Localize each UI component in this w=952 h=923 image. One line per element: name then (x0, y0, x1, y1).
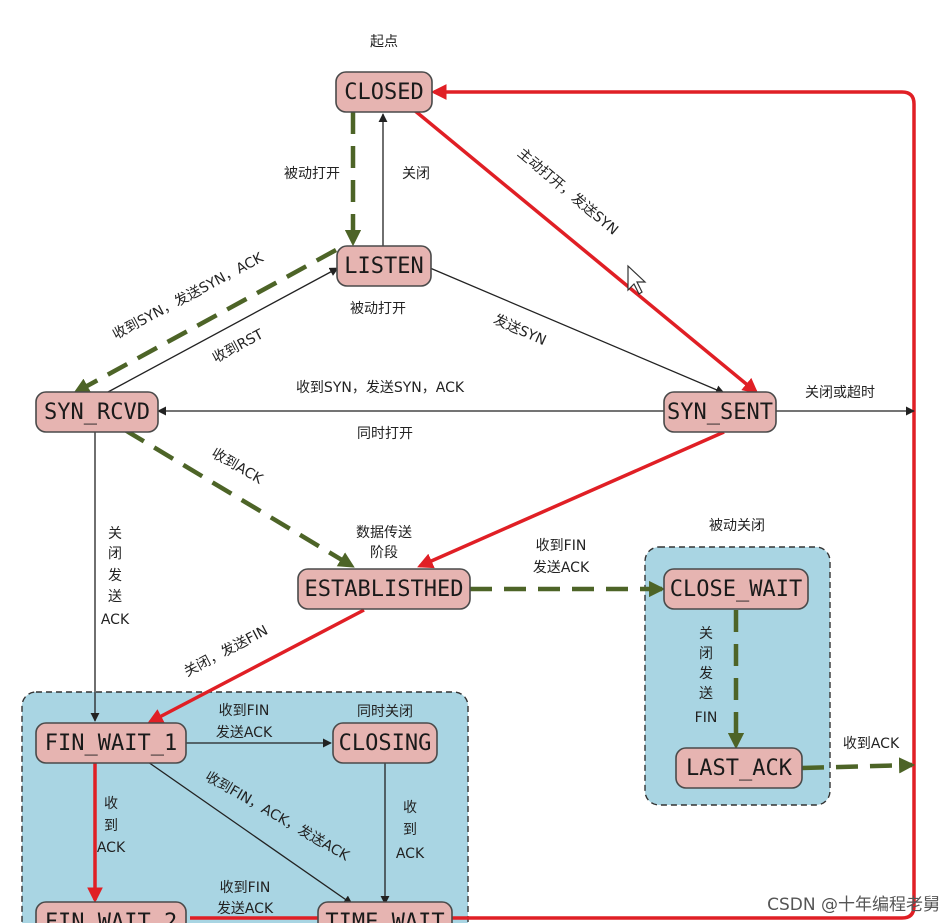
label-vert-fw1-3: ACK (97, 840, 126, 856)
label-active-open: 主动打开，发送SYN (514, 145, 621, 239)
label-close-send-fin: 关闭，发送FIN (181, 623, 270, 681)
edge-synrcvd-to-listen (107, 267, 339, 393)
state-fin-wait-1-label: FIN_WAIT_1 (45, 731, 177, 756)
label-vert-closing-3: ACK (396, 846, 425, 862)
label-passive-open-mid: 被动打开 (350, 300, 406, 317)
label-close-or-timeout: 关闭或超时 (805, 385, 875, 401)
state-closed: CLOSED (335, 71, 433, 113)
state-time-wait-label: TIME_WAIT (325, 910, 444, 923)
edge-closed-to-synsent (412, 108, 759, 395)
label-passive-close: 被动关闭 (709, 518, 765, 534)
label-send-syn: 发送SYN (491, 312, 549, 349)
label-vert-closewait-2: 闭 (699, 646, 713, 662)
edge-listen-to-synrcvd (73, 248, 338, 394)
label-recv-syn-horizontal: 收到SYN，发送SYN，ACK (296, 380, 465, 396)
state-listen-label: LISTEN (344, 254, 423, 279)
state-syn-sent: SYN_SENT (663, 391, 777, 433)
label-simultaneous-open: 同时打开 (357, 425, 413, 442)
label-simultaneous-close: 同时关闭 (357, 704, 413, 720)
label-vert-closewait-5: FIN (695, 710, 718, 726)
state-fin-wait-1: FIN_WAIT_1 (35, 722, 187, 764)
state-closing: CLOSING (332, 722, 438, 764)
edge-synsent-to-established (417, 430, 725, 569)
label-vert-synrcvd-3: 发 (108, 568, 122, 584)
label-start: 起点 (370, 34, 398, 50)
label-vert-closewait-3: 发 (699, 666, 713, 682)
label-vert-fw1-1: 收 (104, 796, 118, 812)
mouse-cursor-icon (627, 264, 647, 295)
state-close-wait-label: CLOSE_WAIT (670, 577, 802, 602)
edge-lastack-recv-ack (801, 757, 916, 774)
label-vert-synrcvd-2: 闭 (108, 546, 122, 562)
state-time-wait: TIME_WAIT (317, 901, 453, 923)
label-fw1-recv-fin-1: 收到FIN (219, 703, 270, 719)
label-vert-closewait-4: 送 (699, 686, 713, 702)
label-passive-open-top: 被动打开 (284, 165, 340, 182)
state-listen: LISTEN (336, 245, 432, 287)
label-fw2-recv-fin-1: 收到FIN (220, 880, 271, 896)
label-vert-fw1-2: 到 (104, 818, 118, 834)
state-last-ack-label: LAST_ACK (686, 756, 793, 781)
label-close-top: 关闭 (402, 166, 430, 182)
state-closing-label: CLOSING (339, 731, 432, 756)
label-vert-synrcvd-1: 关 (108, 526, 122, 542)
label-vert-synrcvd-5: ACK (101, 612, 130, 628)
edge-finwait1-to-timewait (147, 761, 353, 905)
state-last-ack: LAST_ACK (675, 747, 803, 789)
state-syn-rcvd: SYN_RCVD (35, 391, 159, 433)
state-syn-rcvd-label: SYN_RCVD (44, 400, 150, 425)
label-vert-closewait-1: 关 (699, 626, 713, 642)
state-syn-sent-label: SYN_SENT (667, 400, 773, 425)
label-data-transfer-1: 数据传送 (356, 525, 412, 541)
edge-timewait-to-closed (430, 84, 916, 920)
state-closed-label: CLOSED (344, 80, 423, 105)
edge-synrcvd-to-established (123, 428, 355, 568)
edge-established-to-finwait1 (147, 608, 365, 724)
edge-listen-to-synsent (429, 267, 725, 394)
label-vert-closing-2: 到 (403, 822, 417, 838)
label-vert-synrcvd-4: 送 (108, 589, 122, 605)
label-fw2-recv-fin-2: 发送ACK (217, 901, 274, 917)
label-data-transfer-2: 阶段 (370, 545, 398, 561)
label-vert-closing-1: 收 (403, 800, 417, 816)
state-established-label: ESTABLISTHED (305, 577, 464, 602)
state-fin-wait-2: FIN_WAIT_2 (35, 901, 187, 923)
label-fw1-recv-fin-2: 发送ACK (216, 725, 273, 741)
label-recv-ack-diag: 收到ACK (209, 446, 266, 488)
watermark: CSDN @十年编程老舅 (767, 895, 940, 915)
state-close-wait: CLOSE_WAIT (663, 568, 809, 610)
state-established: ESTABLISTHED (297, 568, 471, 610)
label-recv-syn-diag: 收到SYN，发送SYN，ACK (110, 250, 267, 343)
label-last-ack-recv: 收到ACK (843, 736, 900, 752)
label-recv-fin-1: 收到FIN (536, 538, 587, 554)
label-recv-fin-2: 发送ACK (533, 560, 590, 576)
passive-close-region (644, 546, 831, 806)
state-fin-wait-2-label: FIN_WAIT_2 (45, 910, 177, 923)
